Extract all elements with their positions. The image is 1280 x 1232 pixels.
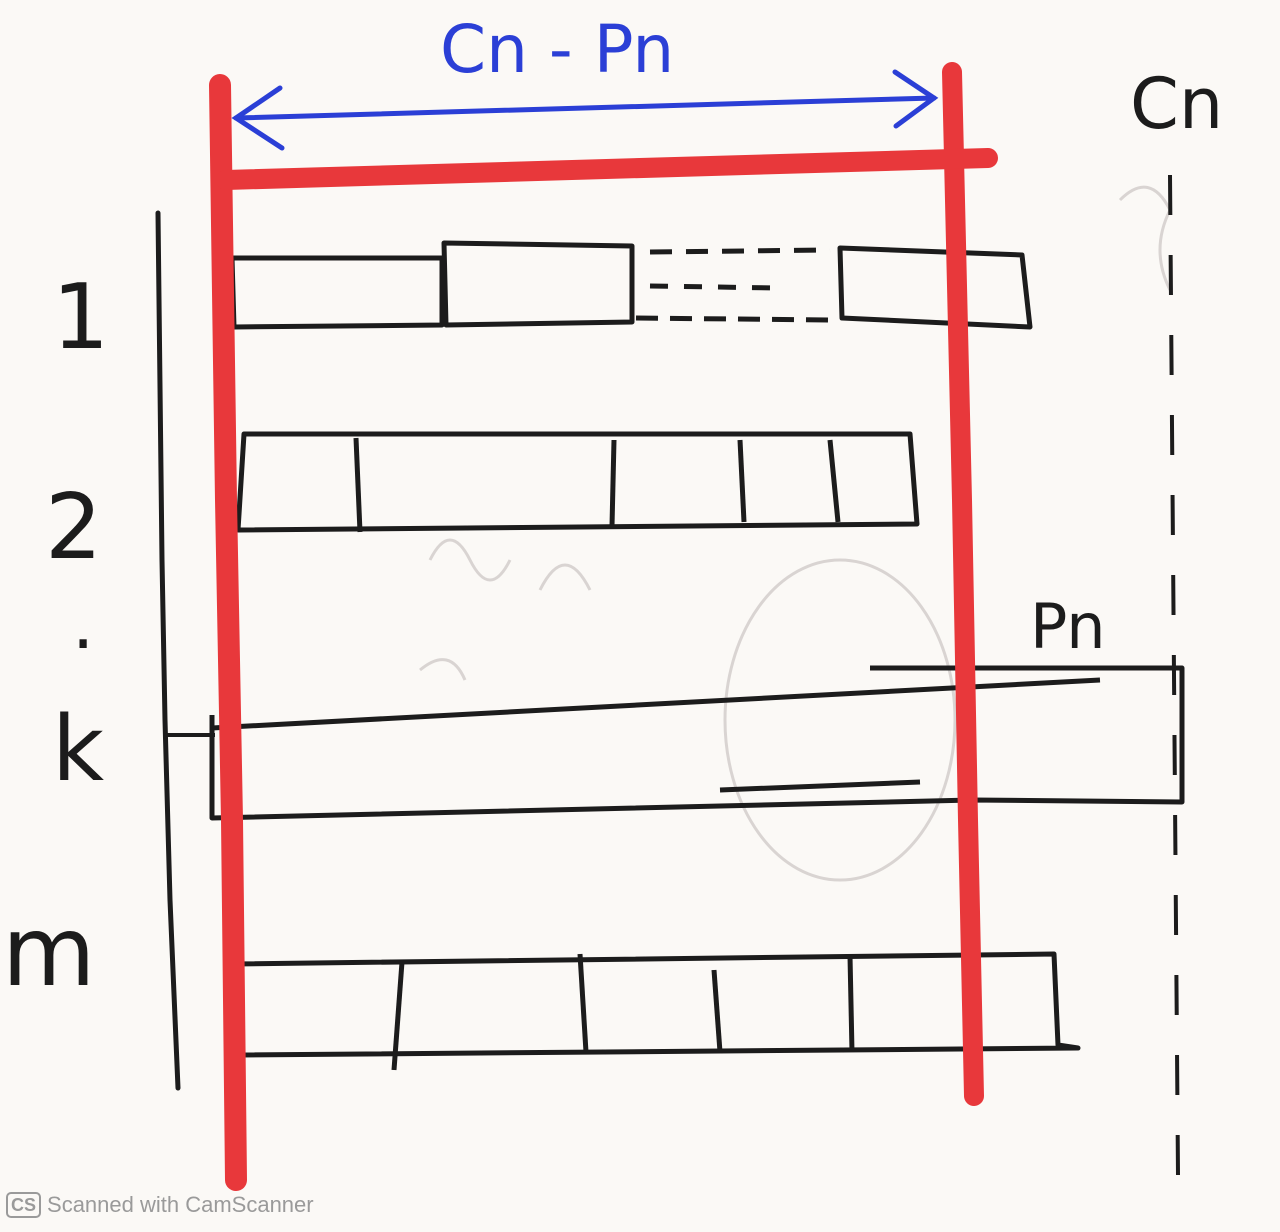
row-label-1: 1 [52, 265, 109, 370]
row-2-blocks [235, 431, 920, 533]
top-span-label: Cn - Pn [440, 11, 674, 88]
row-k-blocks [209, 665, 1185, 821]
right-bound-label: Cn [1130, 63, 1223, 145]
row-label-2: 2 [45, 475, 102, 580]
row-label-m: m [2, 896, 96, 1008]
row-label-dot: . [72, 583, 94, 665]
overflow-label: Pn [1030, 590, 1106, 663]
camscanner-watermark: CS Scanned with CamScanner [6, 1192, 314, 1218]
red-top-bar [216, 148, 998, 190]
camscanner-logo-icon: CS [6, 1192, 42, 1218]
row-1-blocks [229, 240, 1033, 330]
blue-span-arrow [231, 69, 939, 151]
watermark-text: Scanned with CamScanner [47, 1192, 314, 1217]
row-m-blocks [229, 951, 1081, 1071]
red-left-bound [209, 74, 247, 1191]
capacity-line [1168, 174, 1180, 1176]
red-right-bound [942, 62, 984, 1106]
show-through-marks [419, 185, 1172, 882]
row-label-k: k [52, 697, 104, 802]
row-bracket [155, 210, 181, 1091]
